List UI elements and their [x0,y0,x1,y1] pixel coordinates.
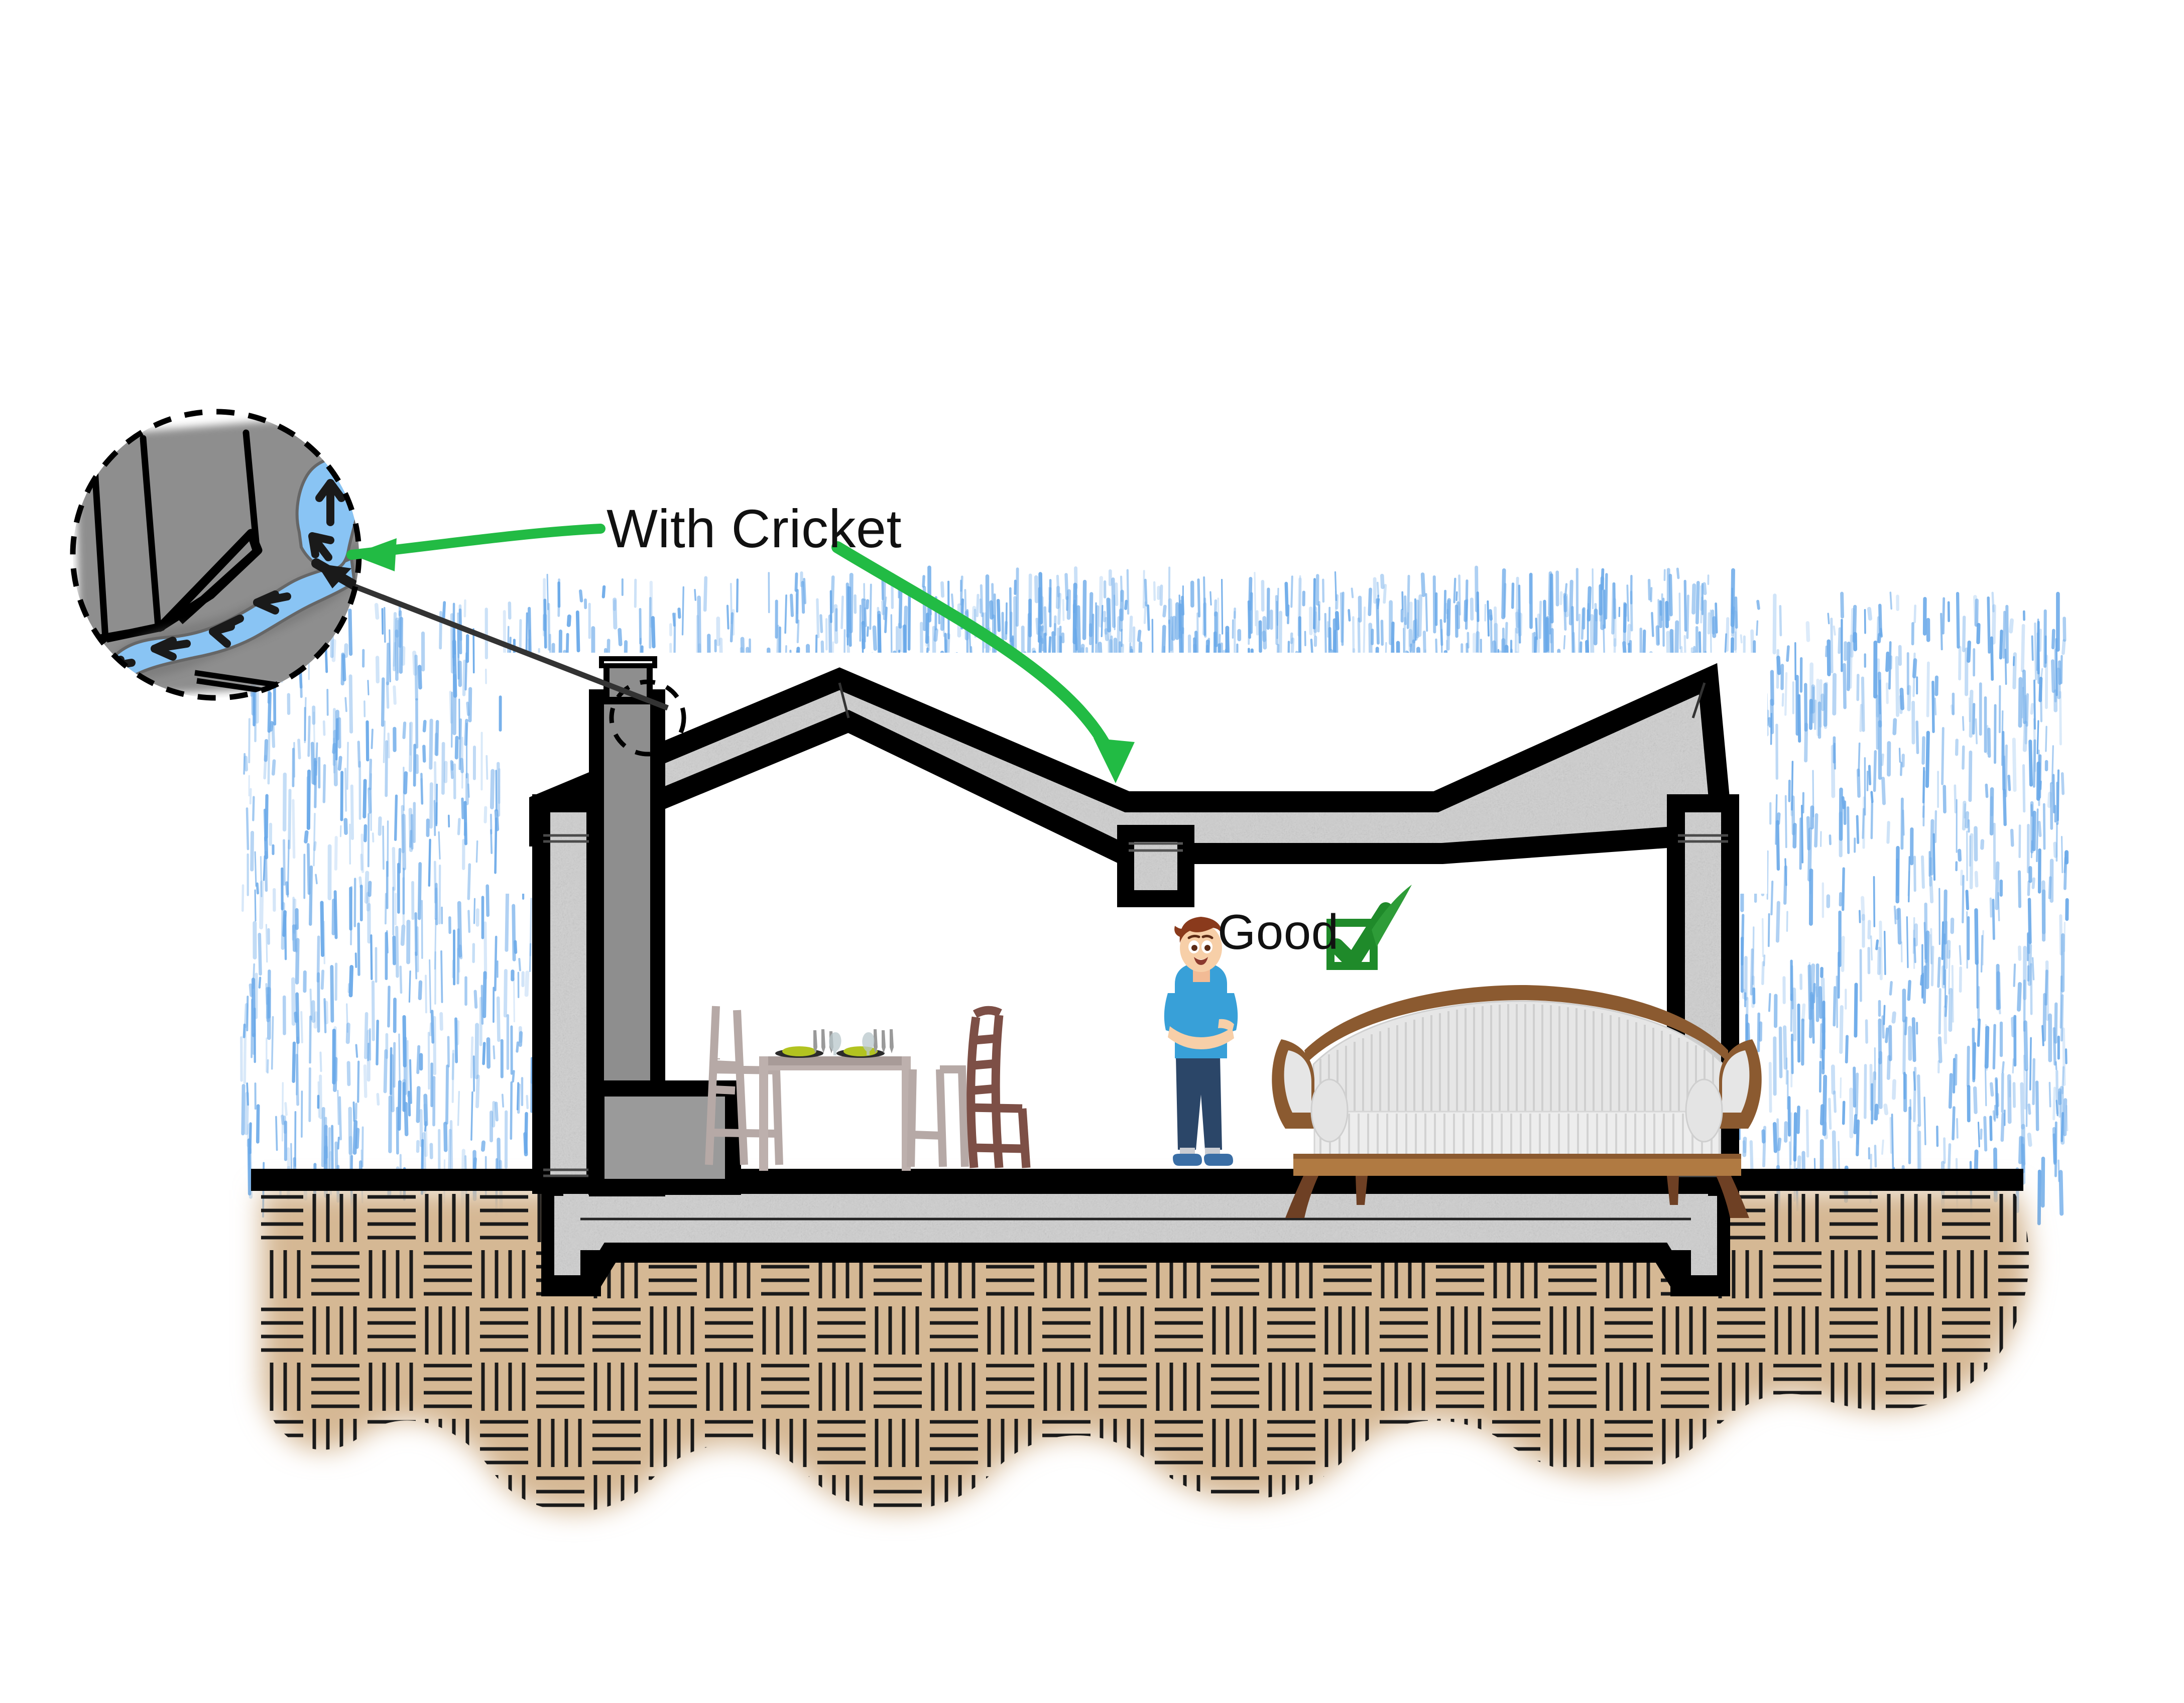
good-label: Good [1218,904,1339,960]
cricket-arrow-left [351,529,600,571]
valley-drain [1126,833,1186,899]
leader-line [331,577,668,708]
dining-set [709,1006,1026,1171]
chair-right [970,1010,1026,1168]
bar-stool-right [911,1069,965,1167]
cricket-label: With Cricket [606,497,902,560]
good-check-icon [1330,885,1412,966]
left-wall [541,803,595,1185]
tableware [775,1029,894,1058]
chimney-cap-top [601,659,655,666]
